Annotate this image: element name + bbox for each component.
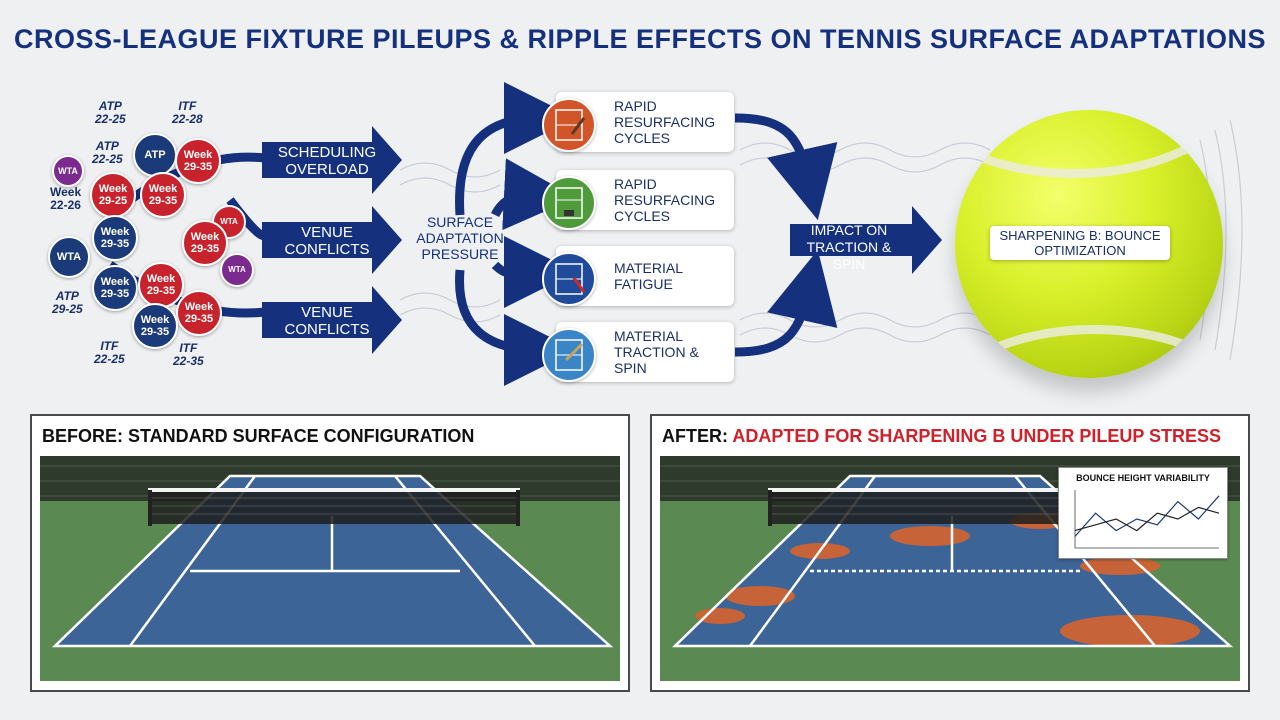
ball-label: SHARPENING B: BOUNCE OPTIMIZATION bbox=[990, 226, 1170, 260]
series-line-1 bbox=[1074, 506, 1220, 532]
card-label: MATERIAL TRACTION & SPIN bbox=[614, 328, 699, 376]
page-title: CROSS-LEAGUE FIXTURE PILEUPS & RIPPLE EF… bbox=[13, 24, 1267, 54]
wta-bubble: WTA bbox=[220, 253, 254, 287]
blue-court-icon bbox=[542, 328, 596, 382]
venue-conflicts-label: VENUE CONFLICTS bbox=[284, 224, 370, 258]
grass-court-icon bbox=[542, 176, 596, 230]
card-arrows bbox=[455, 82, 838, 386]
week-bubble: ATP bbox=[133, 133, 177, 177]
venue-conflicts-label: VENUE CONFLICTS bbox=[284, 304, 370, 338]
before-panel: BEFORE: STANDARD SURFACE CONFIGURATION bbox=[30, 414, 630, 692]
chart-plot bbox=[1074, 490, 1220, 549]
chart-title: BOUNCE HEIGHT VARIABILITY bbox=[1076, 473, 1210, 483]
impact-label: IMPACT ON TRACTION & SPIN bbox=[806, 222, 892, 272]
surface-adaptation-pressure: SURFACE ADAPTATION PRESSURE bbox=[416, 214, 504, 262]
card-label: RAPID RESURFACING CYCLES bbox=[614, 98, 716, 146]
scheduling-overload-label: SCHEDULING OVERLOAD bbox=[277, 144, 377, 178]
wta-bubble: WTA bbox=[48, 236, 90, 278]
before-court bbox=[40, 456, 620, 681]
after-heading: AFTER: ADAPTED FOR SHARPENING B UNDER PI… bbox=[662, 426, 1222, 446]
card-clay: RAPID RESURFACING CYCLES bbox=[542, 92, 734, 152]
clay-court-icon bbox=[542, 98, 596, 152]
chart-axes bbox=[1074, 490, 1219, 549]
card-hard: MATERIAL FATIGUE bbox=[542, 246, 734, 306]
series-line-0 bbox=[1074, 495, 1220, 537]
wta-bubble: WTA bbox=[52, 155, 84, 187]
card-grass: RAPID RESURFACING CYCLES bbox=[542, 170, 734, 230]
card-label: RAPID RESURFACING CYCLES bbox=[614, 176, 716, 224]
hard-court-icon bbox=[542, 252, 596, 306]
block-arrows bbox=[262, 126, 942, 354]
before-heading: BEFORE: STANDARD SURFACE CONFIGURATION bbox=[42, 426, 475, 446]
bounce-height-chart: BOUNCE HEIGHT VARIABILITY bbox=[1058, 467, 1228, 559]
card-traction: MATERIAL TRACTION & SPIN bbox=[542, 322, 734, 382]
card-label: MATERIAL FATIGUE bbox=[614, 260, 683, 292]
